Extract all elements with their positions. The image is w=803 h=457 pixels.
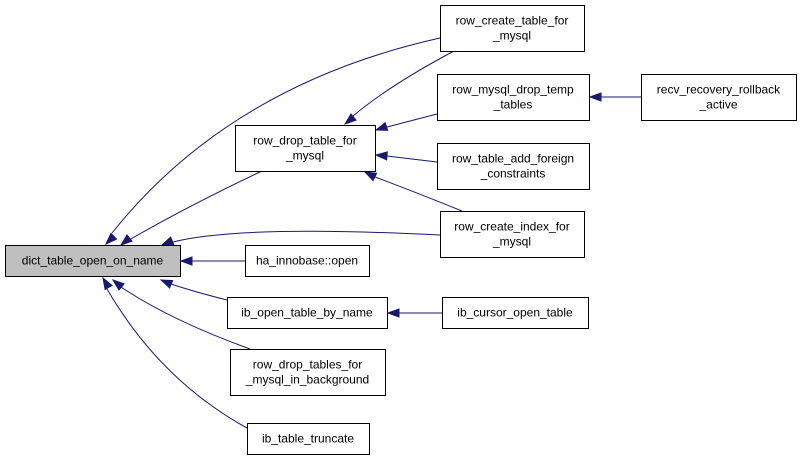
edge-iotbn-to-dict xyxy=(159,279,228,301)
node-label: row_create_table_for xyxy=(456,14,569,28)
edge-icot-to-iotbn xyxy=(386,308,442,318)
edge-line xyxy=(386,155,438,163)
node-label: _mysql xyxy=(492,235,531,249)
node-rcifm[interactable]: row_create_index_for_mysql xyxy=(440,211,585,258)
node-iotbn[interactable]: ib_open_table_by_name xyxy=(227,297,388,329)
node-box[interactable] xyxy=(227,297,388,329)
node-label: row_drop_tables_for xyxy=(253,358,362,372)
edge-line xyxy=(120,286,251,350)
edge-ha-to-dict xyxy=(179,256,245,266)
nodes-layer: dict_table_open_on_name row_drop_table_fo… xyxy=(5,5,797,455)
edge-arrowhead xyxy=(374,121,389,131)
edge-rcifm-to-rdtm xyxy=(363,171,463,212)
node-box[interactable] xyxy=(442,297,589,329)
node-label: row_drop_table_for xyxy=(253,134,356,148)
node-label: _mysql xyxy=(285,149,324,163)
node-box[interactable] xyxy=(235,125,376,172)
edge-arrowhead xyxy=(588,92,602,102)
node-label: row_mysql_drop_temp xyxy=(452,83,574,97)
edge-arrowhead xyxy=(119,234,133,246)
node-label: _mysql xyxy=(492,29,531,43)
edge-arrowhead xyxy=(343,113,357,125)
edge-arrowhead xyxy=(102,276,113,291)
node-label: _constraints xyxy=(480,167,546,181)
edge-arrowhead xyxy=(363,171,378,182)
node-rrra[interactable]: recv_recovery_rollback_active xyxy=(641,74,797,121)
edge-line xyxy=(128,170,263,241)
node-box[interactable] xyxy=(437,74,590,121)
edge-arrowhead xyxy=(111,279,125,291)
node-label: recv_recovery_rollback xyxy=(657,83,781,97)
edge-line xyxy=(106,288,248,429)
node-rctm[interactable]: row_create_table_for_mysql xyxy=(440,5,585,52)
edge-line xyxy=(111,37,441,234)
edges-layer xyxy=(102,37,641,429)
node-box[interactable] xyxy=(230,349,386,396)
edge-rtafc-to-rdtm xyxy=(374,151,438,163)
node-rdtfmib[interactable]: row_drop_tables_for_mysql_in_background xyxy=(230,349,386,396)
edge-ibtt-to-dict xyxy=(102,276,248,429)
node-label: ib_open_table_by_name xyxy=(241,306,373,320)
node-box[interactable] xyxy=(440,5,585,52)
edge-line xyxy=(352,50,455,117)
edge-rmdtt-to-rdtm xyxy=(374,113,438,131)
edge-arrowhead xyxy=(374,151,388,161)
node-box[interactable] xyxy=(440,211,585,258)
node-icot[interactable]: ib_cursor_open_table xyxy=(442,297,589,329)
node-box[interactable] xyxy=(247,423,370,455)
node-dict[interactable]: dict_table_open_on_name xyxy=(5,245,181,277)
edge-rdtfmib-to-dict xyxy=(111,279,251,350)
edge-rctm-to-rdtm xyxy=(343,50,455,125)
edge-rdtm-to-dict xyxy=(119,170,263,246)
node-label: dict_table_open_on_name xyxy=(22,254,164,268)
node-box[interactable] xyxy=(245,245,370,277)
node-label: _tables xyxy=(493,98,533,112)
node-label: _active xyxy=(698,98,737,112)
edge-arrowhead xyxy=(104,232,118,246)
node-label: row_table_add_foreign xyxy=(452,152,574,166)
edge-line xyxy=(374,176,463,212)
edge-rcifm-to-dict xyxy=(160,230,441,246)
node-label: _mysql_in_background xyxy=(245,373,369,387)
node-box[interactable] xyxy=(5,245,181,277)
edge-arrowhead xyxy=(160,236,175,246)
edge-arrowhead xyxy=(386,308,400,318)
edge-arrowhead xyxy=(179,256,193,266)
node-label: ha_innobase::open xyxy=(256,254,358,268)
edge-line xyxy=(386,113,438,128)
edge-line xyxy=(170,283,228,301)
edge-arrowhead xyxy=(159,279,174,289)
edge-line xyxy=(172,230,441,243)
node-rtafc[interactable]: row_table_add_foreign_constraints xyxy=(437,143,590,190)
node-box[interactable] xyxy=(641,74,797,121)
node-ha[interactable]: ha_innobase::open xyxy=(245,245,370,277)
edge-rrra-to-rmdtt xyxy=(588,92,641,102)
node-label: row_create_index_for xyxy=(454,220,569,234)
node-rdtm[interactable]: row_drop_table_for_mysql xyxy=(235,125,376,172)
node-label: ib_table_truncate xyxy=(262,432,354,446)
node-ibtt[interactable]: ib_table_truncate xyxy=(247,423,370,455)
node-box[interactable] xyxy=(437,143,590,190)
node-rmdtt[interactable]: row_mysql_drop_temp_tables xyxy=(437,74,590,121)
edge-rctm-to-dict xyxy=(104,37,441,246)
node-label: ib_cursor_open_table xyxy=(457,306,573,320)
